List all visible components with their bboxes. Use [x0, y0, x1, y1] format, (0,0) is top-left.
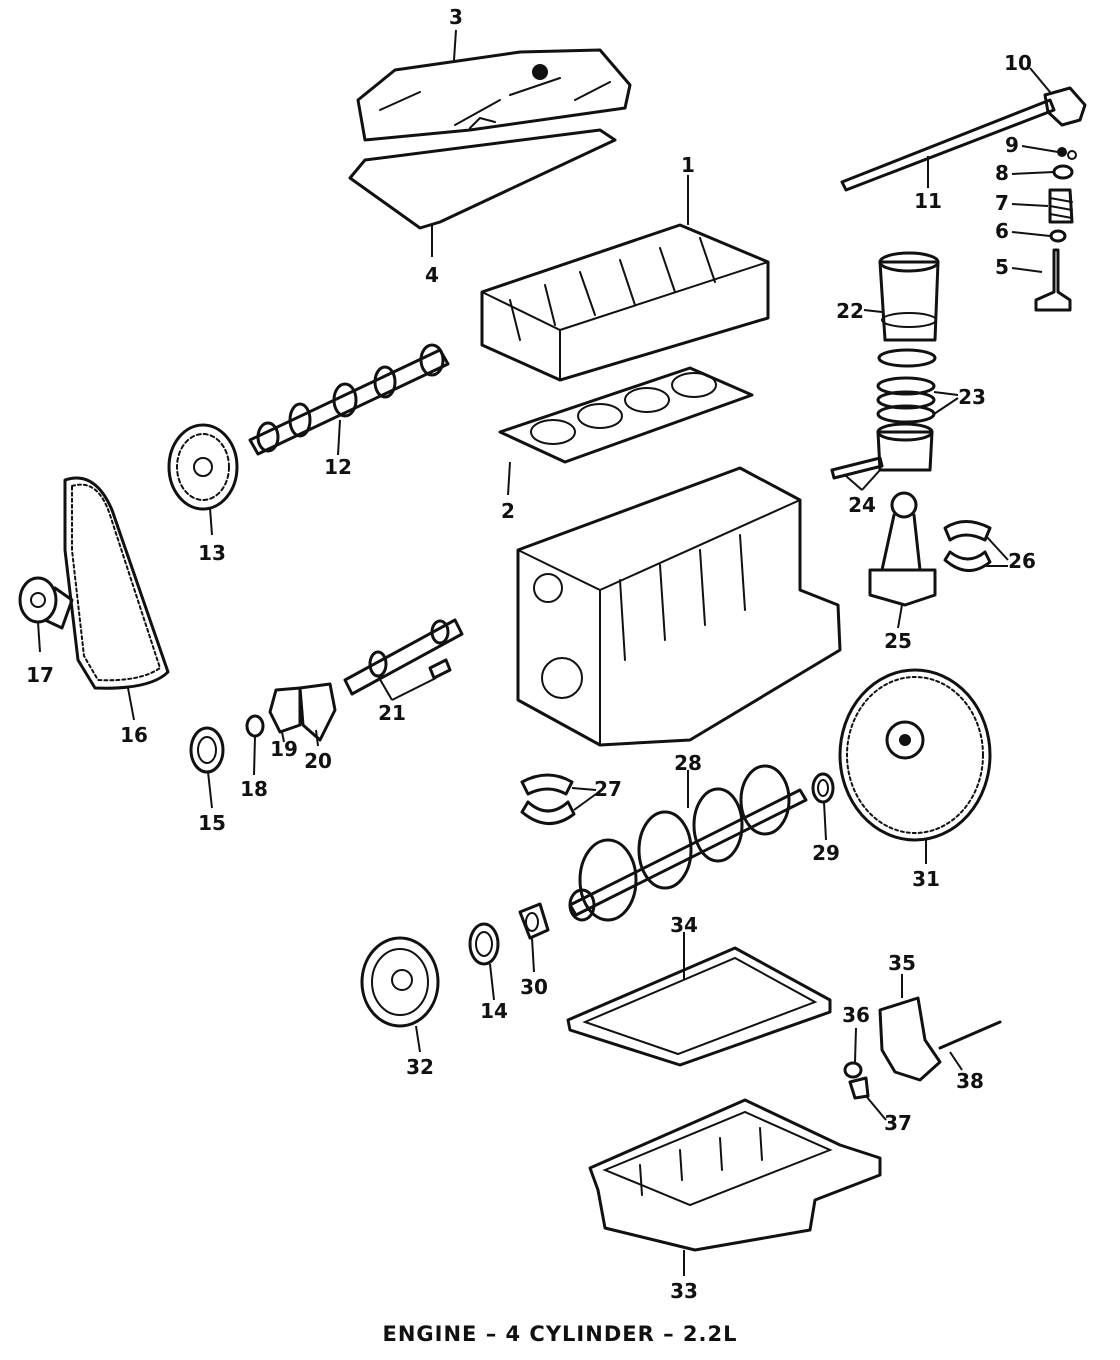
front-seal: [245, 714, 265, 738]
callout-36: 36: [842, 1003, 870, 1027]
timing-belt: [63, 476, 170, 690]
main-bearings: [520, 773, 576, 825]
callout-12: 12: [324, 455, 352, 479]
pickup-rod: [938, 1020, 1002, 1050]
callout-38: 38: [956, 1069, 984, 1093]
callout-18: 18: [240, 777, 268, 801]
callout-7: 7: [995, 191, 1009, 215]
callout-34: 34: [670, 913, 698, 937]
valve-retainer: [1052, 164, 1074, 180]
damper-pulley: [360, 936, 440, 1028]
crank-front-seal: [518, 902, 550, 940]
flywheel: [838, 668, 992, 842]
callout-27: 27: [594, 777, 622, 801]
callout-19: 19: [270, 737, 298, 761]
oil-pump-seal: [843, 1061, 863, 1079]
callout-6: 6: [995, 219, 1009, 243]
connecting-rod: [868, 491, 937, 607]
callout-11: 11: [914, 189, 942, 213]
rocker-shaft: [840, 98, 1056, 192]
oil-pump: [878, 996, 942, 1082]
callout-21: 21: [378, 701, 406, 725]
valve-spring: [1048, 188, 1074, 224]
callout-10: 10: [1004, 51, 1032, 75]
valve-cover-gasket: [348, 128, 617, 230]
callout-24: 24: [848, 493, 876, 517]
belt-tensioner: [18, 576, 74, 630]
callout-37: 37: [884, 1111, 912, 1135]
diagram-caption: ENGINE – 4 CYLINDER – 2.2L: [382, 1322, 738, 1346]
relief-valve: [848, 1076, 870, 1100]
callout-4: 4: [425, 263, 439, 287]
callout-5: 5: [995, 255, 1009, 279]
intermediate-shaft: [343, 618, 464, 696]
crankshaft: [568, 764, 808, 922]
callout-23: 23: [958, 385, 986, 409]
callout-32: 32: [406, 1055, 434, 1079]
callout-26: 26: [1008, 549, 1036, 573]
valve-seal: [1049, 229, 1067, 243]
valve: [1034, 248, 1072, 312]
callout-15: 15: [198, 811, 226, 835]
bracket: [268, 686, 302, 734]
cylinder-liner: [877, 251, 940, 368]
piston-and-pin: [830, 422, 934, 480]
head-gasket: [498, 366, 754, 464]
piston-rings: [876, 376, 936, 424]
callout-9: 9: [1005, 133, 1019, 157]
callout-3: 3: [449, 5, 463, 29]
engine-block: [516, 466, 842, 747]
callout-22: 22: [836, 299, 864, 323]
rear-main-seal: [811, 772, 835, 804]
camshaft: [248, 343, 450, 456]
leader-lines: [37, 29, 1059, 1276]
valve-cover: [356, 48, 632, 142]
crank-timing-gear: [189, 726, 225, 774]
callout-17: 17: [26, 663, 54, 687]
crank-sprocket: [468, 922, 500, 966]
callout-2: 2: [501, 499, 515, 523]
callout-30: 30: [520, 975, 548, 999]
callout-29: 29: [812, 841, 840, 865]
oil-pan-gasket: [566, 946, 832, 1067]
rod-bearings: [943, 520, 992, 572]
cylinder-head: [480, 223, 770, 382]
callout-25: 25: [884, 629, 912, 653]
callout-33: 33: [670, 1279, 698, 1303]
oil-pan: [588, 1098, 882, 1252]
callout-35: 35: [888, 951, 916, 975]
front-cover: [298, 682, 337, 742]
callout-1: 1: [681, 153, 695, 177]
callout-8: 8: [995, 161, 1009, 185]
callout-31: 31: [912, 867, 940, 891]
callout-16: 16: [120, 723, 148, 747]
callout-20: 20: [304, 749, 332, 773]
valve-keepers: [1057, 147, 1077, 160]
callout-14: 14: [480, 999, 508, 1023]
cam-gear: [167, 423, 239, 511]
callout-13: 13: [198, 541, 226, 565]
callout-28: 28: [674, 751, 702, 775]
